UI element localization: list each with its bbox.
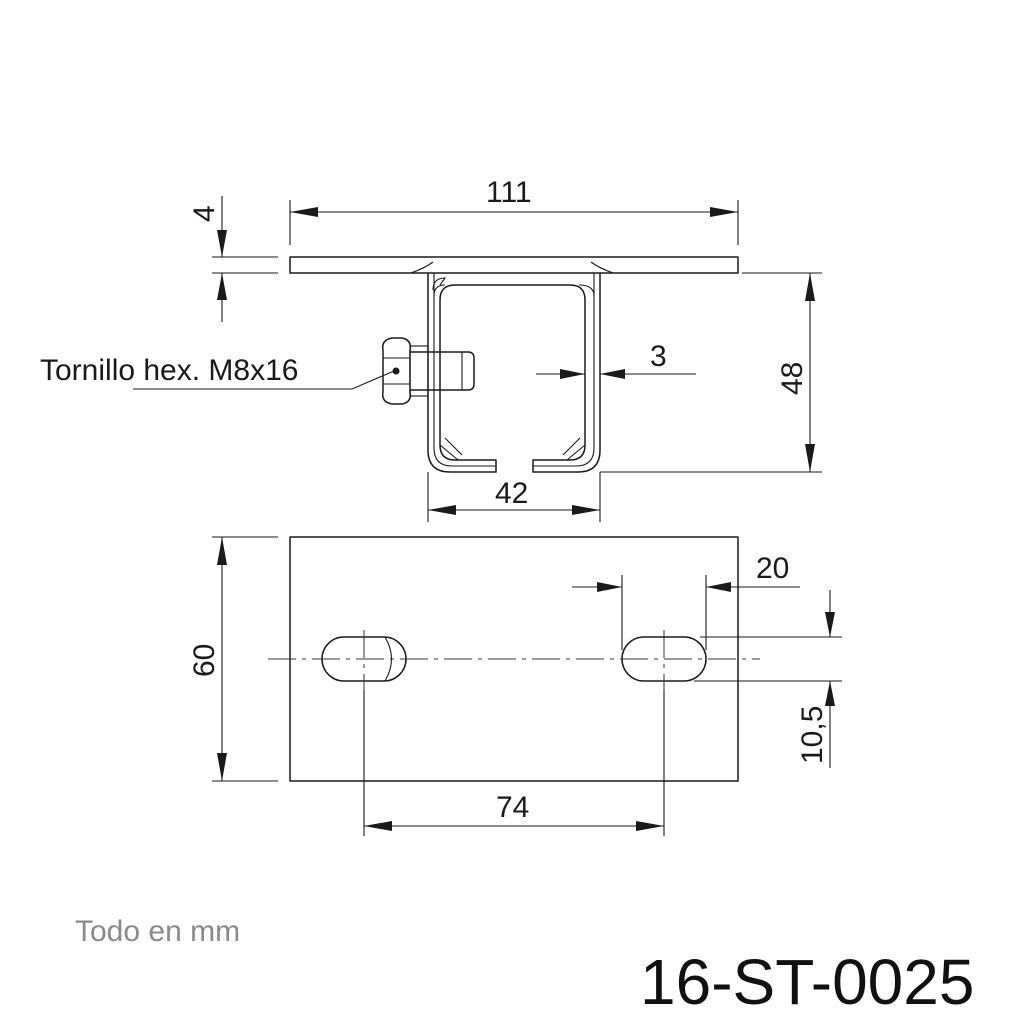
- bolt-center-dot: [392, 367, 400, 375]
- dim-slot-length-label: 20: [756, 552, 789, 585]
- front-view: Tornillo hex. M8x16 111 4 4: [40, 176, 822, 522]
- dim-slot-width: 10,5: [694, 590, 842, 768]
- dim-slot-length: 20: [572, 552, 800, 650]
- profile-outer-outline: [427, 272, 601, 473]
- top-plate: [289, 256, 739, 274]
- profile-top-inner: [433, 284, 446, 297]
- base-plate-view: 60 20 10,5 74: [188, 536, 842, 836]
- dim-plate-thickness-label: 4: [188, 205, 221, 222]
- dim-profile-height-label: 48: [776, 362, 809, 395]
- profile-top-inner-r: [578, 284, 595, 297]
- dim-plate-thickness: 4: [188, 196, 278, 322]
- bolt-shank: [409, 351, 475, 391]
- profile-inner-left: [433, 273, 496, 467]
- dim-plate-width-label: 111: [486, 176, 532, 209]
- dim-plate-width: 111: [289, 176, 739, 245]
- dim-wall-thickness: 3: [536, 340, 696, 379]
- dim-slot-spacing: 74: [363, 690, 665, 836]
- dim-base-height-label: 60: [188, 644, 221, 677]
- part-code: 16-ST-0025: [640, 946, 974, 1018]
- dim-base-height: 60: [188, 536, 278, 782]
- dim-profile-width-label: 42: [495, 477, 528, 510]
- dim-profile-height: 48: [600, 272, 822, 473]
- left-gusset: [410, 261, 434, 274]
- profile-inner-right: [533, 273, 595, 467]
- left-lip-bevel: [439, 437, 463, 461]
- hex-bolt: [381, 337, 475, 405]
- units-note: Todo en mm: [75, 915, 240, 948]
- dim-profile-width: 42: [427, 472, 601, 522]
- right-gusset: [590, 261, 614, 274]
- dim-slot-width-label: 10,5: [796, 706, 829, 764]
- bolt-label: Tornillo hex. M8x16: [40, 354, 298, 387]
- right-lip-bevel: [562, 437, 586, 461]
- profile-inner-outline: [432, 277, 447, 291]
- bolt-leader-diagonal: [351, 370, 395, 390]
- dim-slot-spacing-label: 74: [496, 791, 529, 824]
- dim-wall-thickness-label: 3: [650, 340, 667, 373]
